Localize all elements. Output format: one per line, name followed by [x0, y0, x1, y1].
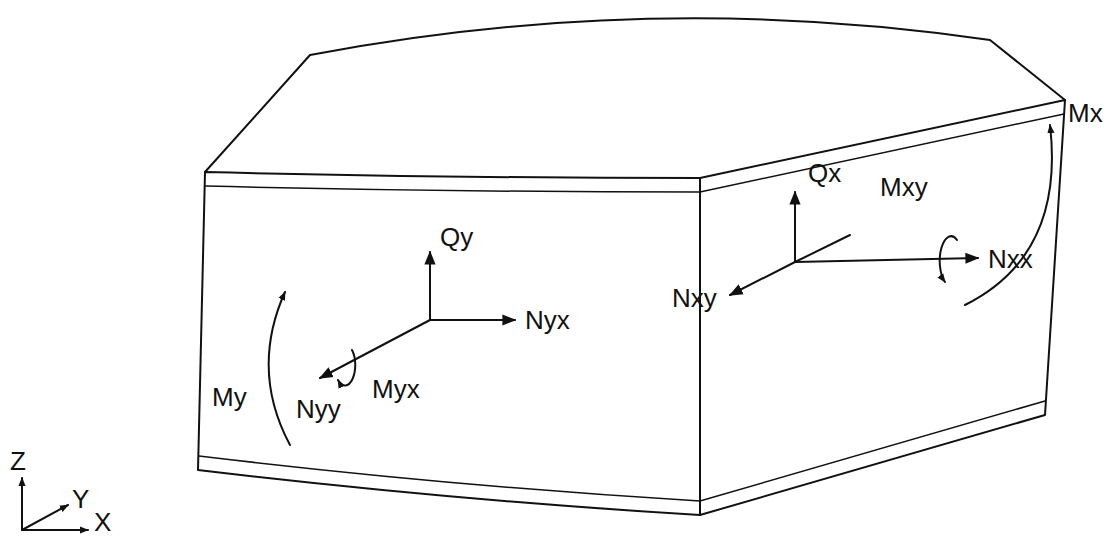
shear-force-arrow: [429, 252, 431, 320]
axis-line: [795, 235, 850, 262]
moment-label: Mxy: [880, 172, 928, 202]
front-face-outline: [198, 172, 700, 515]
force-label: Qx: [808, 158, 841, 188]
top-face-outline: [205, 18, 1065, 172]
force-label: Nxx: [988, 244, 1033, 274]
membrane-force-arrow: [430, 319, 515, 321]
axis-label: Z: [10, 446, 26, 476]
force-label: Nyx: [525, 305, 570, 335]
axis-arrow: [21, 478, 23, 530]
moment-label: Mx: [1068, 98, 1103, 128]
shear-force-arrow: [794, 192, 796, 262]
twisting-moment-arrow: [940, 236, 957, 282]
membrane-force-arrow: [795, 258, 978, 262]
right-face-outline: [700, 100, 1065, 515]
axis-arrow: [22, 505, 68, 530]
axis-label: X: [94, 507, 111, 537]
force-label: Qy: [440, 222, 473, 252]
axis-arrow: [22, 529, 88, 531]
moment-label: Myx: [372, 374, 420, 404]
bending-moment-arrow: [269, 292, 290, 445]
force-label: Nyy: [296, 394, 341, 424]
twisting-moment-arrow: [338, 350, 355, 386]
membrane-force-arrow: [730, 262, 795, 295]
force-label: Nxy: [672, 283, 717, 313]
membrane-force-arrow: [320, 320, 430, 378]
axis-label: Y: [72, 484, 89, 514]
bending-moment-arrow: [965, 125, 1052, 305]
moment-label: My: [212, 382, 247, 412]
face-sheet-line: [205, 114, 1064, 192]
